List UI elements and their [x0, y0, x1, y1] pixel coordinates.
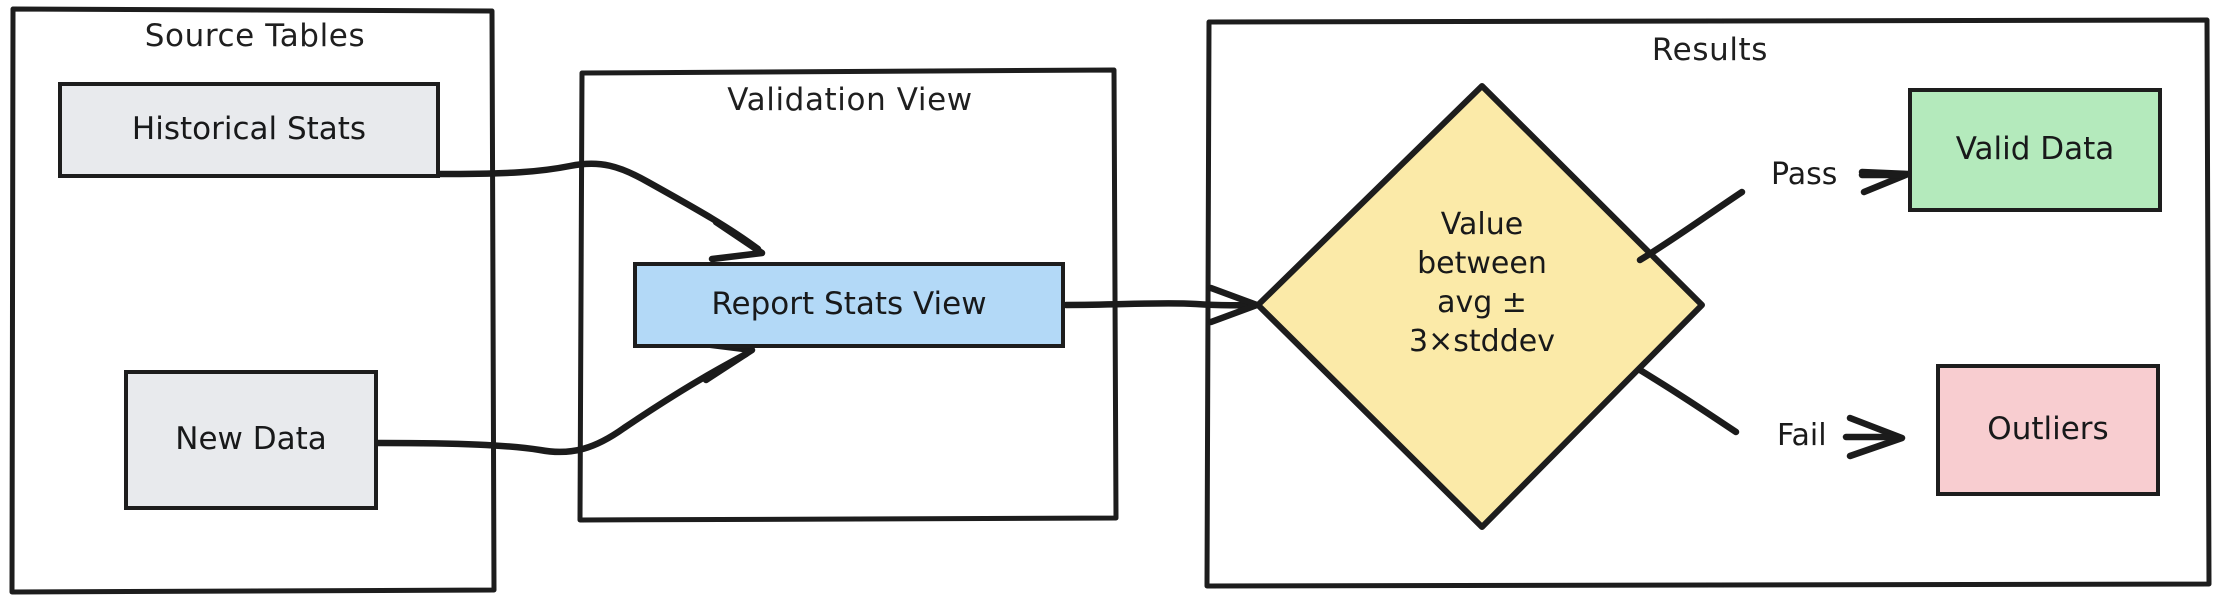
container-title-validation-view: Validation View — [727, 82, 973, 118]
edge-decision-to-outliers — [1636, 366, 1906, 460]
edge-label-fail: Fail — [1774, 418, 1830, 453]
edge-new-data-to-report-stats-view — [374, 340, 756, 456]
node-report-stats-view[interactable]: Report Stats View — [633, 262, 1065, 348]
node-new-data[interactable]: New Data — [124, 370, 378, 510]
node-historical-stats[interactable]: Historical Stats — [58, 82, 440, 178]
node-label-report-stats-view: Report Stats View — [711, 286, 987, 323]
edge-historical-stats-to-report-stats-view — [436, 160, 766, 263]
node-valid-data[interactable]: Valid Data — [1908, 88, 2162, 212]
node-outliers[interactable]: Outliers — [1936, 364, 2160, 496]
edge-report-stats-view-to-decision — [1062, 284, 1261, 326]
node-label-outliers: Outliers — [1987, 411, 2109, 448]
node-label-historical-stats: Historical Stats — [131, 111, 367, 148]
node-label-decision: Value between avg ± 3×stddev — [1409, 207, 1555, 359]
node-label-valid-data: Valid Data — [1955, 131, 2115, 168]
container-title-source-tables: Source Tables — [144, 18, 366, 54]
container-title-results: Results — [1651, 32, 1769, 68]
node-label-new-data: New Data — [175, 421, 327, 458]
edge-label-pass: Pass — [1768, 157, 1841, 192]
